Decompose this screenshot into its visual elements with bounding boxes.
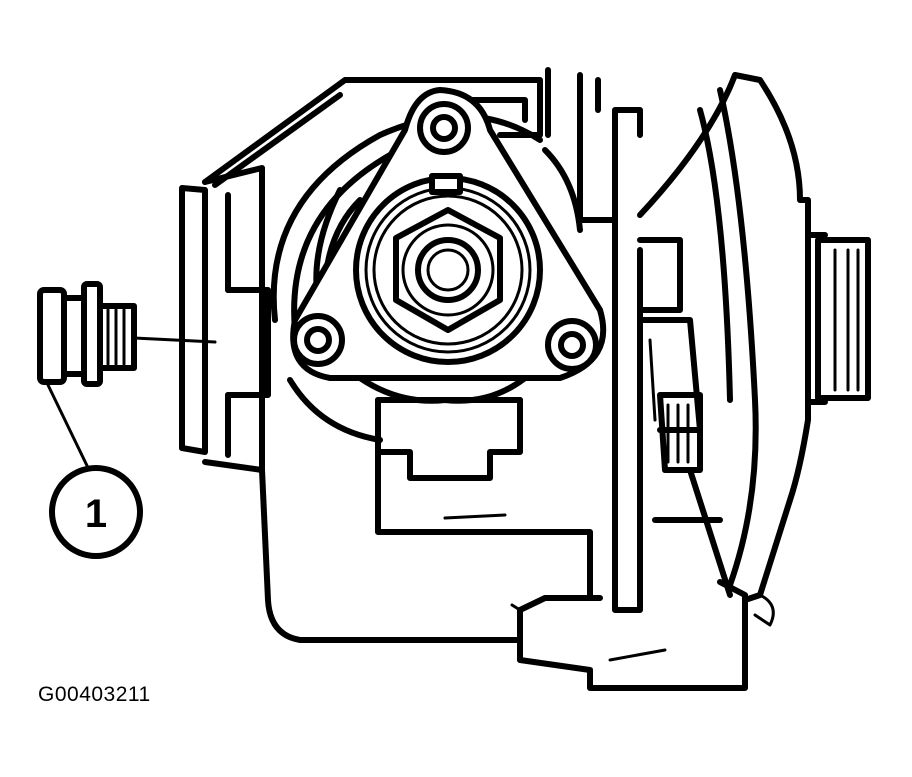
- lower-saddle: [357, 375, 528, 404]
- housing-flange: [179, 77, 423, 473]
- bolt-right-hole: [558, 331, 586, 359]
- hex-nut: [393, 207, 503, 333]
- figure-caption-code: G00403211: [38, 683, 151, 706]
- callout-1: 1: [49, 465, 143, 559]
- callout-leader: [46, 383, 94, 478]
- bolt-top-hole: [430, 114, 458, 142]
- end-cap: [805, 232, 871, 405]
- plug-head: [37, 287, 67, 385]
- alignment-line: [132, 336, 217, 344]
- top-bracket: [417, 67, 643, 223]
- center-hub: [353, 173, 543, 365]
- end-cap-flange: [815, 237, 871, 401]
- fill-plug: [37, 281, 137, 387]
- tapered-cone: [637, 72, 811, 627]
- hub-key: [429, 173, 463, 195]
- right-tube: [612, 217, 733, 613]
- callout-number: 1: [85, 492, 107, 536]
- bolt-left-hole: [304, 326, 332, 354]
- right-shaft-spline: [657, 392, 703, 473]
- housing-body: [259, 397, 748, 691]
